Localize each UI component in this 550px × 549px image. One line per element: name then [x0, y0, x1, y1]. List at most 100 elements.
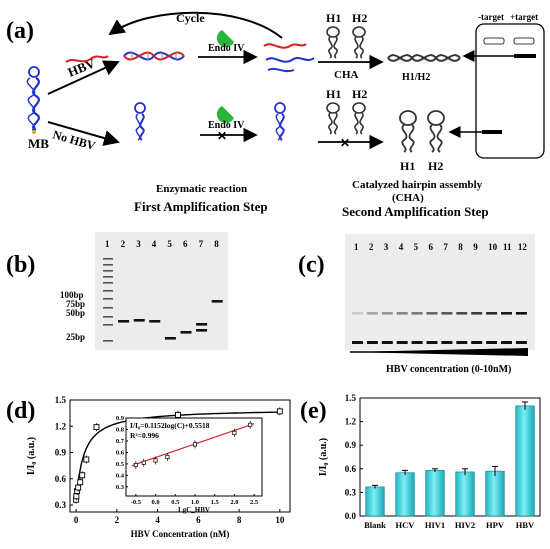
inset-y-tick-label: 0.7 [116, 438, 125, 445]
h2-bottom-label: H2 [352, 87, 367, 101]
endo-iv-enzyme-icon [216, 30, 234, 48]
molecular-beacon-icon [26, 66, 40, 134]
mb-label: MB [28, 136, 49, 151]
y-tick-label: 0.9 [345, 440, 357, 450]
y-tick-label: 1.2 [345, 417, 357, 427]
data-point [79, 472, 86, 479]
inset-xlabel: LgC_HBV [178, 506, 210, 514]
marker-25bp: 25bp [66, 332, 85, 342]
inset-data-point [192, 442, 198, 447]
chart-d-ylabel: I/I₀ (a.u.) [26, 437, 37, 475]
gel-band [103, 340, 113, 342]
x-tick-label: 4 [155, 515, 160, 525]
gel-band [396, 341, 408, 344]
gel-band [501, 312, 512, 315]
data-point [77, 479, 84, 486]
gel-band [352, 312, 363, 315]
gel-band [501, 341, 512, 344]
no-hbv-label: No HBV [51, 127, 97, 153]
x-tick-label: 2 [115, 515, 120, 525]
enzymatic-reaction-caption: Enzymatic reaction [156, 183, 247, 195]
svg-text:✕: ✕ [340, 136, 350, 150]
gel-band [471, 341, 483, 344]
h2-top-label: H2 [352, 11, 367, 25]
gel-b-lane-label: 6 [183, 239, 188, 249]
gel-band [426, 312, 438, 315]
inset-x-tick-label: 2.5 [250, 499, 259, 506]
free-hairpins-icon [399, 110, 445, 153]
endo-iv-enzyme-bottom-icon [216, 106, 234, 124]
gel-b-lane-label: 8 [214, 239, 219, 249]
inset-data-point [153, 458, 158, 463]
gel-band [103, 258, 113, 260]
gel-c-lane-label: 4 [399, 242, 404, 252]
chart-e-ylabel: I/I₀ (a.u.) [318, 438, 329, 476]
panel-label-d: (d) [6, 398, 35, 424]
inset-y-tick-label: 0.6 [116, 449, 125, 456]
endo-iv-label-top: Endo IV [208, 43, 245, 54]
cha-abbr-caption: (CHA) [392, 192, 424, 204]
hbv-strand-icon [65, 55, 109, 63]
gel-band [211, 300, 223, 303]
chart-e-frame [359, 397, 541, 517]
inset-y-tick-label: 0.4 [116, 472, 125, 479]
marker-100bp: 100bp [60, 290, 84, 300]
cycle-arrow [108, 11, 283, 39]
x-tick-label: HIV2 [455, 520, 475, 530]
gel-band [103, 290, 113, 292]
gel-band [486, 312, 498, 315]
x-tick-label: HCV [396, 520, 416, 530]
x-tick-label: HPV [486, 520, 505, 530]
gel-band [381, 341, 393, 344]
gel-b-lane-label: 2 [121, 239, 126, 249]
gel-c-lane-label: 11 [503, 242, 512, 252]
y-tick-label: 0.6 [345, 464, 357, 474]
inset-x-tick-label: 1.0 [191, 499, 199, 506]
gel-band [471, 312, 483, 315]
gel-band [366, 312, 378, 315]
marker-75bp: 75bp [66, 299, 85, 309]
endo-iv-label-bottom: Endo IV [208, 120, 245, 131]
gel-c-lane-label: 7 [443, 242, 448, 252]
gel-band [411, 312, 423, 315]
data-point [93, 424, 100, 431]
gel-b-bands [103, 258, 223, 342]
gel-band [515, 341, 527, 344]
inset-y-tick-label: 0.9 [116, 415, 125, 422]
gel-band [426, 341, 438, 344]
h1-hairpin-label: H1 [400, 159, 415, 173]
h1-hairpin-icon [326, 26, 340, 59]
cha-label: CHA [334, 69, 359, 81]
gel-illustration [475, 23, 545, 159]
y-tick-label: 0.3 [345, 487, 357, 497]
gel-band [103, 324, 113, 326]
gel-band [381, 312, 393, 315]
chart-d-frame [69, 399, 291, 513]
gel-band [103, 316, 113, 318]
hbv-label: HBV [66, 55, 98, 80]
data-point [73, 493, 80, 500]
h2-hairpin-label: H2 [428, 159, 443, 173]
data-point [175, 411, 181, 418]
gel-c-lane-label: 12 [518, 242, 528, 252]
x-tick-label: 8 [237, 515, 242, 525]
gel-band [441, 312, 453, 315]
first-step-caption: First Amplification Step [134, 199, 268, 214]
gel-c-lane-label: 9 [473, 242, 478, 252]
inset-data-point [165, 454, 170, 460]
bar [425, 470, 445, 517]
hybrid-duplex-icon [123, 51, 185, 61]
gel-c-bands [352, 312, 527, 344]
gel-c-lane-label: 8 [458, 242, 463, 252]
x-tick-label: HBV [516, 520, 535, 530]
gel-b-lane-label: 7 [199, 239, 204, 249]
gel-band [103, 282, 113, 284]
panel-label-a: (a) [6, 18, 34, 44]
chart-d-xlabel: HBV Concentration (nM) [131, 529, 230, 539]
gel-band [103, 307, 113, 309]
gel-minus-target-label: -target [478, 12, 504, 22]
gel-band [456, 341, 468, 344]
gel-c-lane-label: 5 [414, 242, 419, 252]
